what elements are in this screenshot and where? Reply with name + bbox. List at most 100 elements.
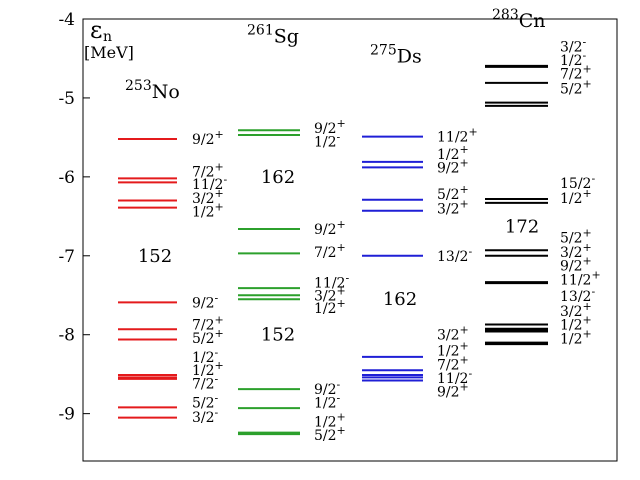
level-spin: 7/2: [192, 164, 215, 180]
level-parity: +: [583, 328, 592, 341]
nucleus-label: 253No: [125, 78, 180, 103]
level-parity: +: [215, 160, 224, 173]
shell-gap-label: 172: [505, 217, 539, 238]
nucleus-element: Sg: [274, 26, 299, 48]
level-parity: +: [460, 156, 469, 169]
y-tick-label: -8: [58, 326, 75, 346]
level-spin: 7/2: [192, 377, 215, 393]
nucleus-element: Ds: [397, 45, 422, 67]
level-parity: -: [215, 392, 219, 405]
level-spin: 11/2: [560, 272, 591, 288]
level-spin: 5/2: [192, 331, 215, 347]
level-spin: 15/2: [560, 176, 591, 192]
level-parity: +: [215, 313, 224, 326]
level-label: 9/2+: [192, 128, 224, 148]
nucleus-label: 261Sg: [247, 23, 299, 48]
level-spin: 9/2: [314, 121, 337, 137]
level-spin: 9/2: [314, 382, 337, 398]
level-label: 1/2+: [314, 297, 346, 317]
level-spin: 9/2: [437, 385, 460, 401]
level-label: 7/2+: [192, 313, 224, 333]
level-label: 5/2+: [314, 424, 346, 444]
level-spin: 11/2: [192, 177, 223, 193]
level-label: 13/2-: [437, 245, 472, 265]
level-parity: +: [583, 187, 592, 200]
level-parity: -: [468, 245, 472, 258]
level-label: 9/2-: [192, 291, 219, 311]
level-label: 9/2+: [314, 117, 346, 137]
level-label: 1/2+: [314, 411, 346, 431]
nucleus-mass: 253: [125, 78, 152, 94]
column-ds: 275Ds11/2+1/2+9/2+5/2+3/2+13/2-3/2+1/2+7…: [362, 42, 478, 401]
level-spin: 1/2: [560, 53, 583, 69]
level-label: 1/2-: [314, 392, 341, 412]
level-label: 3/2+: [560, 241, 592, 261]
level-spin: 1/2: [314, 301, 337, 317]
level-parity: +: [583, 77, 592, 90]
level-spin: 1/2: [192, 363, 215, 379]
level-spin: 7/2: [314, 245, 337, 261]
level-label: 1/2-: [192, 346, 219, 366]
level-parity: +: [460, 143, 469, 156]
level-spin: 1/2: [192, 205, 215, 221]
level-label: 9/2+: [437, 156, 469, 176]
level-label: 7/2+: [560, 62, 592, 82]
level-parity: +: [583, 227, 592, 240]
level-spin: 9/2: [192, 132, 215, 148]
level-parity: -: [591, 172, 595, 185]
level-parity: -: [583, 36, 587, 49]
shell-gap-label: 162: [383, 289, 417, 310]
level-spin: 7/2: [560, 66, 583, 82]
level-spin: 1/2: [560, 317, 583, 333]
y-tick-label: -6: [58, 168, 75, 188]
level-spin: 5/2: [192, 396, 215, 412]
level-spin: 1/2: [437, 344, 460, 360]
level-spin: 13/2: [560, 289, 591, 305]
level-spin: 9/2: [437, 160, 460, 176]
level-parity: +: [460, 381, 469, 394]
nucleus-element: Cn: [519, 10, 546, 32]
level-label: 3/2+: [560, 300, 592, 320]
nucleus-element: No: [152, 81, 180, 103]
nucleus-label: 283Cn: [492, 7, 546, 32]
level-parity: -: [583, 49, 587, 62]
level-parity: +: [215, 201, 224, 214]
level-label: 1/2+: [437, 143, 469, 163]
level-parity: +: [460, 324, 469, 337]
level-parity: -: [223, 173, 227, 186]
level-label: 3/2+: [314, 284, 346, 304]
level-parity: +: [583, 254, 592, 267]
y-axis: -4-5-6-7-8-9: [58, 10, 90, 425]
level-label: 1/2-: [314, 130, 341, 150]
column-no: 253No9/2+7/2+11/2-3/2+1/2+9/2-7/2+5/2+1/…: [118, 78, 227, 426]
shell-gap-label: 152: [138, 246, 172, 267]
level-parity: +: [337, 218, 346, 231]
level-parity: +: [337, 117, 346, 130]
level-spin: 9/2: [560, 258, 583, 274]
level-spin: 1/2: [560, 191, 583, 207]
y-tick-label: -7: [58, 247, 75, 267]
level-parity: -: [337, 378, 341, 391]
level-parity: +: [337, 411, 346, 424]
level-parity: +: [215, 128, 224, 141]
level-label: 9/2+: [560, 254, 592, 274]
level-parity: +: [460, 183, 469, 196]
level-parity: +: [583, 241, 592, 254]
nucleus-mass: 275: [370, 42, 397, 58]
level-label: 1/2+: [560, 328, 592, 348]
level-spin: 1/2: [314, 415, 337, 431]
level-label: 7/2-: [192, 373, 219, 393]
level-spin: 1/2: [192, 350, 215, 366]
level-spin: 11/2: [437, 130, 468, 146]
level-spin: 1/2: [314, 396, 337, 412]
level-spin: 5/2: [560, 81, 583, 97]
level-label: 5/2+: [192, 327, 224, 347]
level-label: 3/2-: [560, 36, 587, 56]
plot-frame: [82, 18, 618, 462]
level-label: 7/2+: [437, 354, 469, 374]
level-label: 13/2-: [560, 285, 595, 305]
column-cn: 283Cn3/2-1/2-7/2+5/2+15/2-1/2+5/2+3/2+9/…: [485, 7, 601, 348]
level-parity: -: [468, 367, 472, 380]
level-parity: +: [583, 313, 592, 326]
